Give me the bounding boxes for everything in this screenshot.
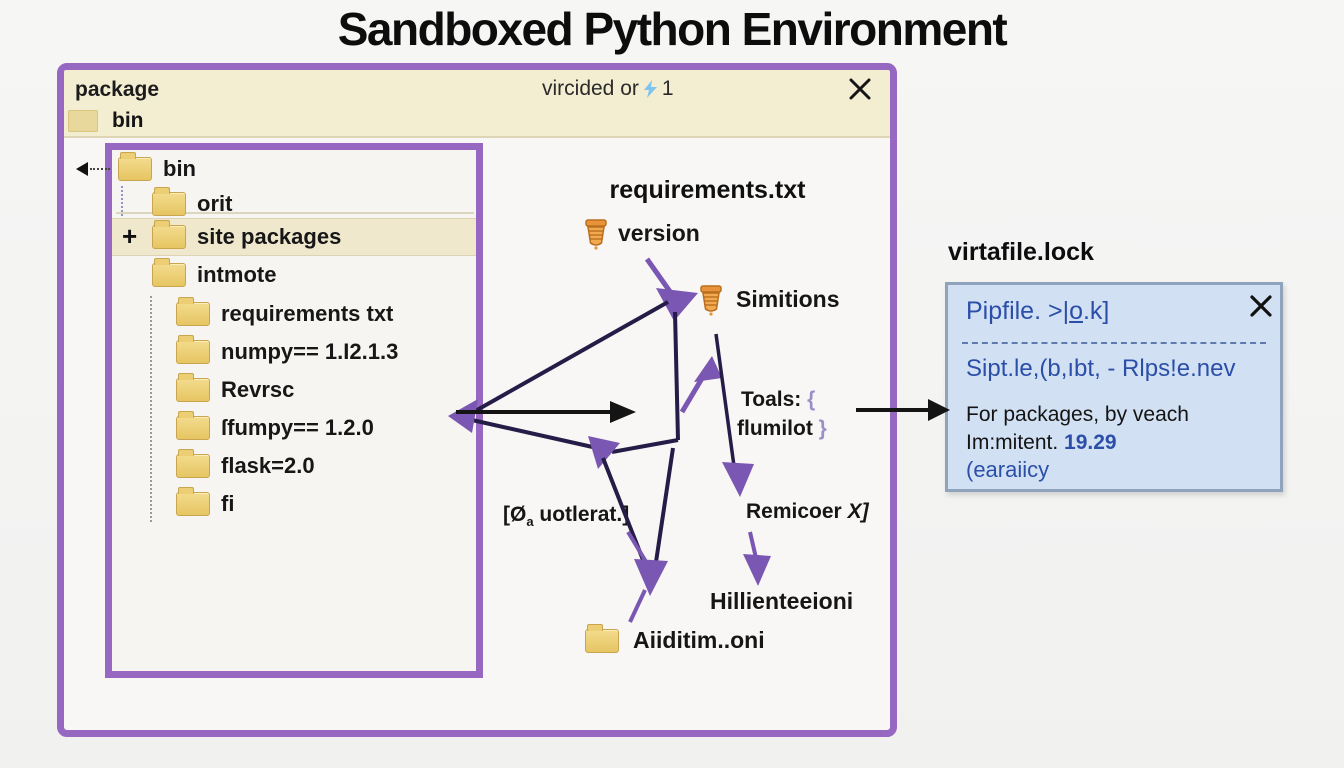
tree-item-flask[interactable]: flask=2.0	[112, 448, 476, 484]
x-mark: X]	[847, 500, 869, 523]
lightning-icon	[643, 79, 657, 98]
pipfile-pre: Pipfile. >|	[966, 297, 1070, 325]
tree-item-label: flask=2.0	[221, 453, 315, 478]
row-divider	[116, 212, 474, 214]
pipfile-underlined: o	[1069, 297, 1083, 325]
tree-guide-line	[150, 296, 152, 522]
uotlerat-prefix: [Ø	[503, 503, 527, 526]
diagram-uotlerat-label: [Øa uotlerat.]	[503, 503, 629, 529]
diagram-heading: requirements.txt	[609, 176, 806, 204]
folder-icon	[176, 297, 210, 326]
diagram-remicoer-label: Remicoer X]	[746, 500, 869, 524]
line4-number: 19.29	[1064, 431, 1117, 454]
page-title: Sandboxed Python Environment	[337, 3, 1008, 55]
tree-item-bin[interactable]: bin	[112, 151, 476, 187]
folder-icon	[118, 152, 152, 181]
folder-icon	[176, 411, 210, 440]
expand-plus-icon[interactable]: +	[122, 221, 138, 251]
lockfile-line3: For packages, by veach	[966, 403, 1189, 426]
dashed-divider	[962, 342, 1266, 344]
tree-item-intmote[interactable]: intmote	[112, 257, 476, 293]
pipfile-line: Pipfile. >|o.k]	[966, 297, 1109, 326]
lockfile-box: Pipfile. >|o.k] Sipt.le,(b,ıbt, - Rlps!e…	[945, 282, 1283, 492]
folder-icon	[152, 220, 186, 249]
folder-icon	[152, 258, 186, 287]
diagram-toals-label: Toals: {	[741, 388, 815, 412]
titlebar-center-label: vircided or 1	[542, 77, 674, 101]
tree-guide-line-short	[121, 186, 123, 216]
collapse-arrow-icon[interactable]	[76, 162, 110, 176]
tree-item-requirements[interactable]: requirements txt	[112, 296, 476, 332]
open-brace: {	[807, 388, 816, 411]
pipfile-post: .k]	[1082, 297, 1110, 325]
tree-item-label: site packages	[197, 224, 342, 249]
folder-icon	[176, 335, 210, 364]
folder-icon	[176, 449, 210, 478]
tree-item-label: bin	[163, 156, 196, 181]
triangle-left-icon	[76, 162, 88, 176]
header-bin-label: bin	[112, 109, 144, 132]
tree-item-numpy[interactable]: numpy== 1.I2.1.3	[112, 334, 476, 370]
folder-icon	[585, 623, 619, 653]
folder-icon	[176, 487, 210, 516]
package-jar-icon	[700, 285, 722, 316]
lockfile-title: virtafile.lock	[948, 238, 1094, 266]
line4-text: Im:mitent.	[966, 431, 1059, 454]
tree-item-fumpy[interactable]: ſfumpy== 1.2.0	[112, 410, 476, 446]
tree-item-label: Revrsc	[221, 377, 295, 402]
flumilot-text: flumilot	[737, 417, 813, 440]
tree-item-revrsc[interactable]: Revrsc	[112, 372, 476, 408]
tree-item-label: requirements txt	[221, 301, 394, 326]
folder-icon	[176, 373, 210, 402]
folder-icon	[68, 110, 98, 132]
tree-item-site-packages[interactable]: + site packages	[112, 218, 476, 256]
tree-item-fi[interactable]: fi	[112, 486, 476, 522]
lockfile-line2: Sipt.le,(b,ıbt, - Rlps!e.nev	[966, 355, 1236, 382]
close-brace: }	[818, 417, 827, 440]
diagram-flumilot-label: flumilot }	[737, 417, 827, 441]
package-explorer-window: package vircided or 1 bin	[57, 63, 897, 737]
tree-item-label: intmote	[197, 262, 277, 287]
dotted-connector	[90, 168, 110, 170]
header-bin-item[interactable]: bin	[68, 109, 144, 133]
lockfile-line5: (earaiicy	[966, 457, 1050, 482]
uotlerat-subscript: a	[526, 514, 534, 529]
tree-item-label: fi	[221, 491, 235, 516]
tree-item-label: numpy== 1.I2.1.3	[221, 339, 399, 364]
folder-icon	[152, 187, 186, 216]
tree-item-label: orit	[197, 191, 233, 216]
close-icon[interactable]	[846, 75, 874, 103]
diagram-simitions-label: Simitions	[736, 286, 840, 312]
remicoer-text: Remicoer	[746, 500, 842, 523]
diagram-version-label: version	[618, 220, 700, 246]
uotlerat-rest: uotlerat.]	[533, 503, 630, 526]
tree-item-label: ſfumpy== 1.2.0	[221, 415, 374, 440]
lockfile-line4: Im:mitent. 19.29	[966, 431, 1117, 455]
diagram-hillien-label: Hillienteeioni	[710, 588, 854, 614]
diagram-aiiditim-item: Aiiditim..oni	[585, 623, 765, 654]
package-jar-icon	[585, 219, 607, 250]
toals-text: Toals:	[741, 388, 802, 411]
window-titlebar: package vircided or 1 bin	[64, 70, 890, 138]
close-icon[interactable]	[1248, 293, 1274, 319]
file-tree-panel: bin orit + site packages intmote r	[105, 143, 483, 678]
tree-item-orit[interactable]: orit	[112, 186, 476, 222]
titlebar-center-text: vircided or	[542, 77, 639, 100]
aiiditim-label: Aiiditim..oni	[633, 627, 765, 653]
titlebar-badge: 1	[661, 77, 674, 100]
titlebar-package-label: package	[75, 78, 160, 101]
